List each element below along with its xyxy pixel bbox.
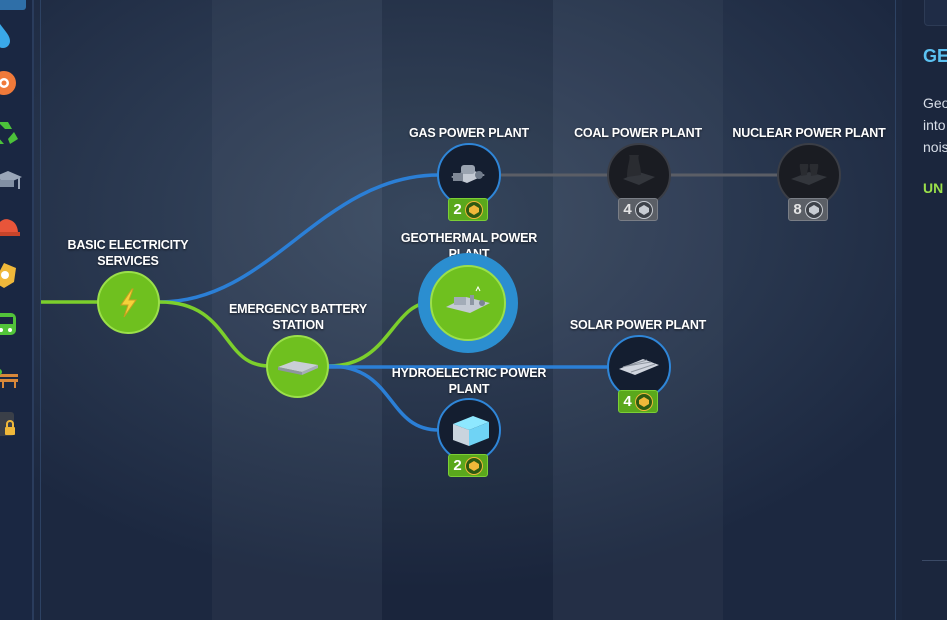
- node-info-panel: GE Geo into nois UN: [902, 0, 947, 620]
- node-label-basic-electricity: BASIC ELECTRICITY SERVICES: [67, 238, 189, 268]
- cost-badge-coal: 4: [618, 198, 658, 221]
- sidebar-item-fire[interactable]: [0, 212, 22, 242]
- cost-badge-solar: 4: [618, 390, 658, 413]
- water-drop-icon: [0, 24, 10, 48]
- cost-badge-hydro: 2: [448, 454, 488, 477]
- tree-connections: [41, 173, 781, 432]
- park-bench-icon: [0, 369, 18, 388]
- info-header-box: [924, 0, 947, 26]
- nuclear-plant-icon: [791, 164, 827, 185]
- node-label-emergency-battery: EMERGENCY BATTERY STATION: [228, 302, 368, 332]
- development-point-icon: [634, 392, 653, 411]
- geothermal-plant-icon: [446, 285, 490, 313]
- info-divider: [922, 560, 947, 561]
- development-point-icon: [804, 200, 823, 219]
- coal-plant-icon: [623, 155, 655, 185]
- bus-icon: [0, 313, 16, 335]
- cost-value-coal: 4: [623, 201, 632, 218]
- development-point-icon: [464, 200, 483, 219]
- info-title: GE: [923, 46, 947, 66]
- sidebar-item-parks[interactable]: [0, 363, 22, 393]
- cost-value-nuclear: 8: [793, 201, 802, 218]
- node-emergency-battery[interactable]: [266, 335, 329, 398]
- category-sidebar: [0, 0, 34, 620]
- node-geothermal-power-plant[interactable]: [418, 253, 518, 353]
- sidebar-item-water[interactable]: [0, 20, 22, 50]
- battery-station-icon: [278, 361, 318, 375]
- info-description-line: nois: [923, 139, 947, 155]
- info-description-line: into: [923, 117, 946, 133]
- police-badge-icon: [0, 263, 16, 288]
- fire-helmet-icon: [0, 219, 20, 236]
- gear-hazard-icon: [0, 71, 16, 95]
- cost-value-gas: 2: [453, 201, 462, 218]
- node-label-coal-power-plant: COAL POWER PLANT: [574, 126, 702, 140]
- sidebar-item-locked[interactable]: [0, 408, 22, 438]
- node-solar-power-plant[interactable]: [607, 335, 671, 399]
- graduation-cap-icon: [0, 171, 22, 189]
- lightning-bolt-icon: [120, 288, 137, 318]
- node-hydroelectric-power-plant[interactable]: [437, 398, 501, 462]
- locked-item-icon: [0, 412, 15, 436]
- node-label-nuclear-power-plant: NUCLEAR POWER PLANT: [732, 126, 886, 140]
- cost-value-hydro: 2: [453, 457, 462, 474]
- sidebar-item-garbage[interactable]: [0, 117, 22, 147]
- cost-value-solar: 4: [623, 393, 632, 410]
- sidebar-item-police[interactable]: [0, 260, 22, 290]
- sidebar-active-indicator: [0, 0, 26, 10]
- cost-badge-gas: 2: [448, 198, 488, 221]
- info-description-line: Geo: [923, 95, 947, 111]
- solar-panel-icon: [619, 359, 659, 375]
- hydro-plant-icon: [453, 416, 489, 446]
- info-unlock-button[interactable]: UN: [923, 180, 944, 196]
- sidebar-item-education[interactable]: [0, 165, 22, 195]
- development-point-icon: [634, 200, 653, 219]
- geothermal-inner: [430, 265, 506, 341]
- node-label-hydroelectric-power-plant: HYDROELECTRIC POWER PLANT: [391, 366, 547, 396]
- connection-battery-hydro: [327, 364, 441, 432]
- gas-plant-icon: [451, 165, 485, 183]
- node-label-gas-power-plant: GAS POWER PLANT: [409, 126, 529, 140]
- node-label-solar-power-plant: SOLAR POWER PLANT: [569, 318, 707, 332]
- progression-tree-panel: BASIC ELECTRICITY SERVICES EMERGENCY BAT…: [40, 0, 896, 620]
- recycle-icon: [0, 122, 18, 144]
- node-basic-electricity[interactable]: [97, 271, 160, 334]
- connection-basic-battery: [158, 300, 271, 368]
- sidebar-item-transport[interactable]: [0, 309, 22, 339]
- info-description: Geo into nois: [923, 92, 947, 158]
- connection-basic-gas: [158, 173, 441, 304]
- cost-badge-nuclear: 8: [788, 198, 828, 221]
- development-point-icon: [464, 456, 483, 475]
- sidebar-item-services[interactable]: [0, 68, 22, 98]
